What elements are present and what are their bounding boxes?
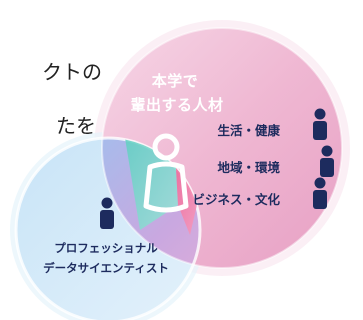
person-icon-pro xyxy=(100,197,114,229)
pink-circle-ring xyxy=(101,27,343,269)
person-icon-2 xyxy=(320,145,334,177)
professional-label-line-1: プロフェッショナル xyxy=(54,241,158,255)
role-label-business-culture: ビジネス・文化 xyxy=(192,192,280,207)
background-text-line-1: クトの xyxy=(42,60,102,84)
professional-label-line-2: データサイエンティスト xyxy=(43,261,169,275)
teal-wedge xyxy=(125,138,178,230)
blue-circle-ring xyxy=(14,136,202,320)
role-label-life-health: 生活・健康 xyxy=(217,123,280,138)
person-icon-3 xyxy=(313,177,327,209)
center-title-line-2: 輩出する人材 xyxy=(130,96,224,114)
role-label-region-environment: 地域・環境 xyxy=(217,160,280,175)
person-icon-1 xyxy=(313,108,327,140)
center-person-icon xyxy=(143,133,189,213)
center-title-line-1: 本学で xyxy=(151,72,199,90)
